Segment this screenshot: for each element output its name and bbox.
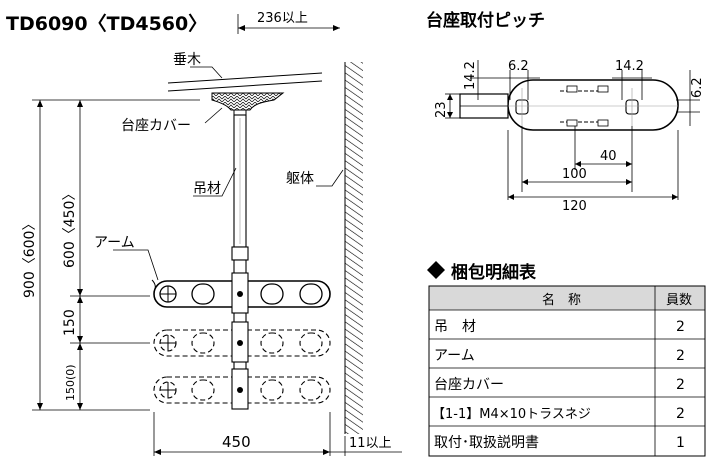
table-row-name-1: 吊 材 — [434, 319, 476, 335]
dim-6-2-top: 6.2 — [508, 59, 529, 74]
top-clearance-label: 236以上 — [257, 11, 308, 26]
dim-wall-gap: 11以上 — [349, 436, 392, 451]
horizontal-dimensions — [153, 412, 402, 456]
label-arm: アーム — [94, 235, 135, 251]
dim-120: 120 — [562, 199, 587, 214]
table-row-name-4: 【1-1】M4×10トラスネジ — [432, 407, 591, 422]
table-header-name: 名 称 — [542, 292, 581, 308]
dim-14-2-right: 14.2 — [615, 59, 644, 74]
label-base-cover: 台座カバー — [121, 118, 191, 134]
table-row-name-5: 取付･取扱説明書 — [434, 435, 539, 451]
rafter — [167, 72, 323, 92]
table-row-name-3: 台座カバー — [434, 377, 504, 393]
dim-pitch-2: 150(0) — [64, 364, 77, 401]
table-row-qty-4: 2 — [676, 406, 685, 422]
arm-upper — [151, 272, 331, 314]
table-row-qty-5: 1 — [676, 435, 685, 451]
arm-middle — [153, 321, 331, 363]
dim-6-2-side: 6.2 — [690, 77, 705, 98]
dim-23: 23 — [434, 101, 449, 118]
dim-total-height: 900〈600〉 — [22, 217, 38, 298]
pitch-section-title: 台座取付ピッチ — [426, 10, 545, 31]
dim-100: 100 — [562, 167, 587, 182]
pitch-dimension-lines — [445, 60, 700, 200]
main-title: TD6090〈TD4560〉 — [6, 12, 207, 35]
table-row-qty-2: 2 — [676, 348, 685, 364]
dim-40: 40 — [600, 149, 617, 164]
diamond-bullet-icon — [427, 261, 445, 279]
table-row-qty-1: 2 — [676, 319, 685, 335]
dim-upper-height: 600〈450〉 — [62, 187, 78, 268]
base-plate — [211, 92, 285, 116]
packing-title: 梱包明細表 — [451, 262, 537, 283]
table-header-qty: 員数 — [666, 293, 692, 308]
wall — [344, 62, 363, 434]
arm-lower — [153, 368, 331, 410]
table-row-name-2: アーム — [434, 348, 475, 364]
table-row-qty-3: 2 — [676, 377, 685, 393]
label-hanger: 吊材 — [193, 181, 221, 197]
top-clearance-dimension: 236以上 — [237, 11, 340, 34]
label-body: 躯体 — [286, 171, 314, 187]
base-plate-top-view — [459, 79, 679, 131]
dim-width: 450 — [222, 433, 251, 451]
dim-14-2-left: 14.2 — [463, 61, 478, 90]
label-rafter: 垂木 — [173, 52, 201, 68]
vertical-dimensions — [32, 99, 200, 411]
dim-pitch-1: 150 — [62, 309, 78, 336]
packing-table — [428, 285, 706, 457]
